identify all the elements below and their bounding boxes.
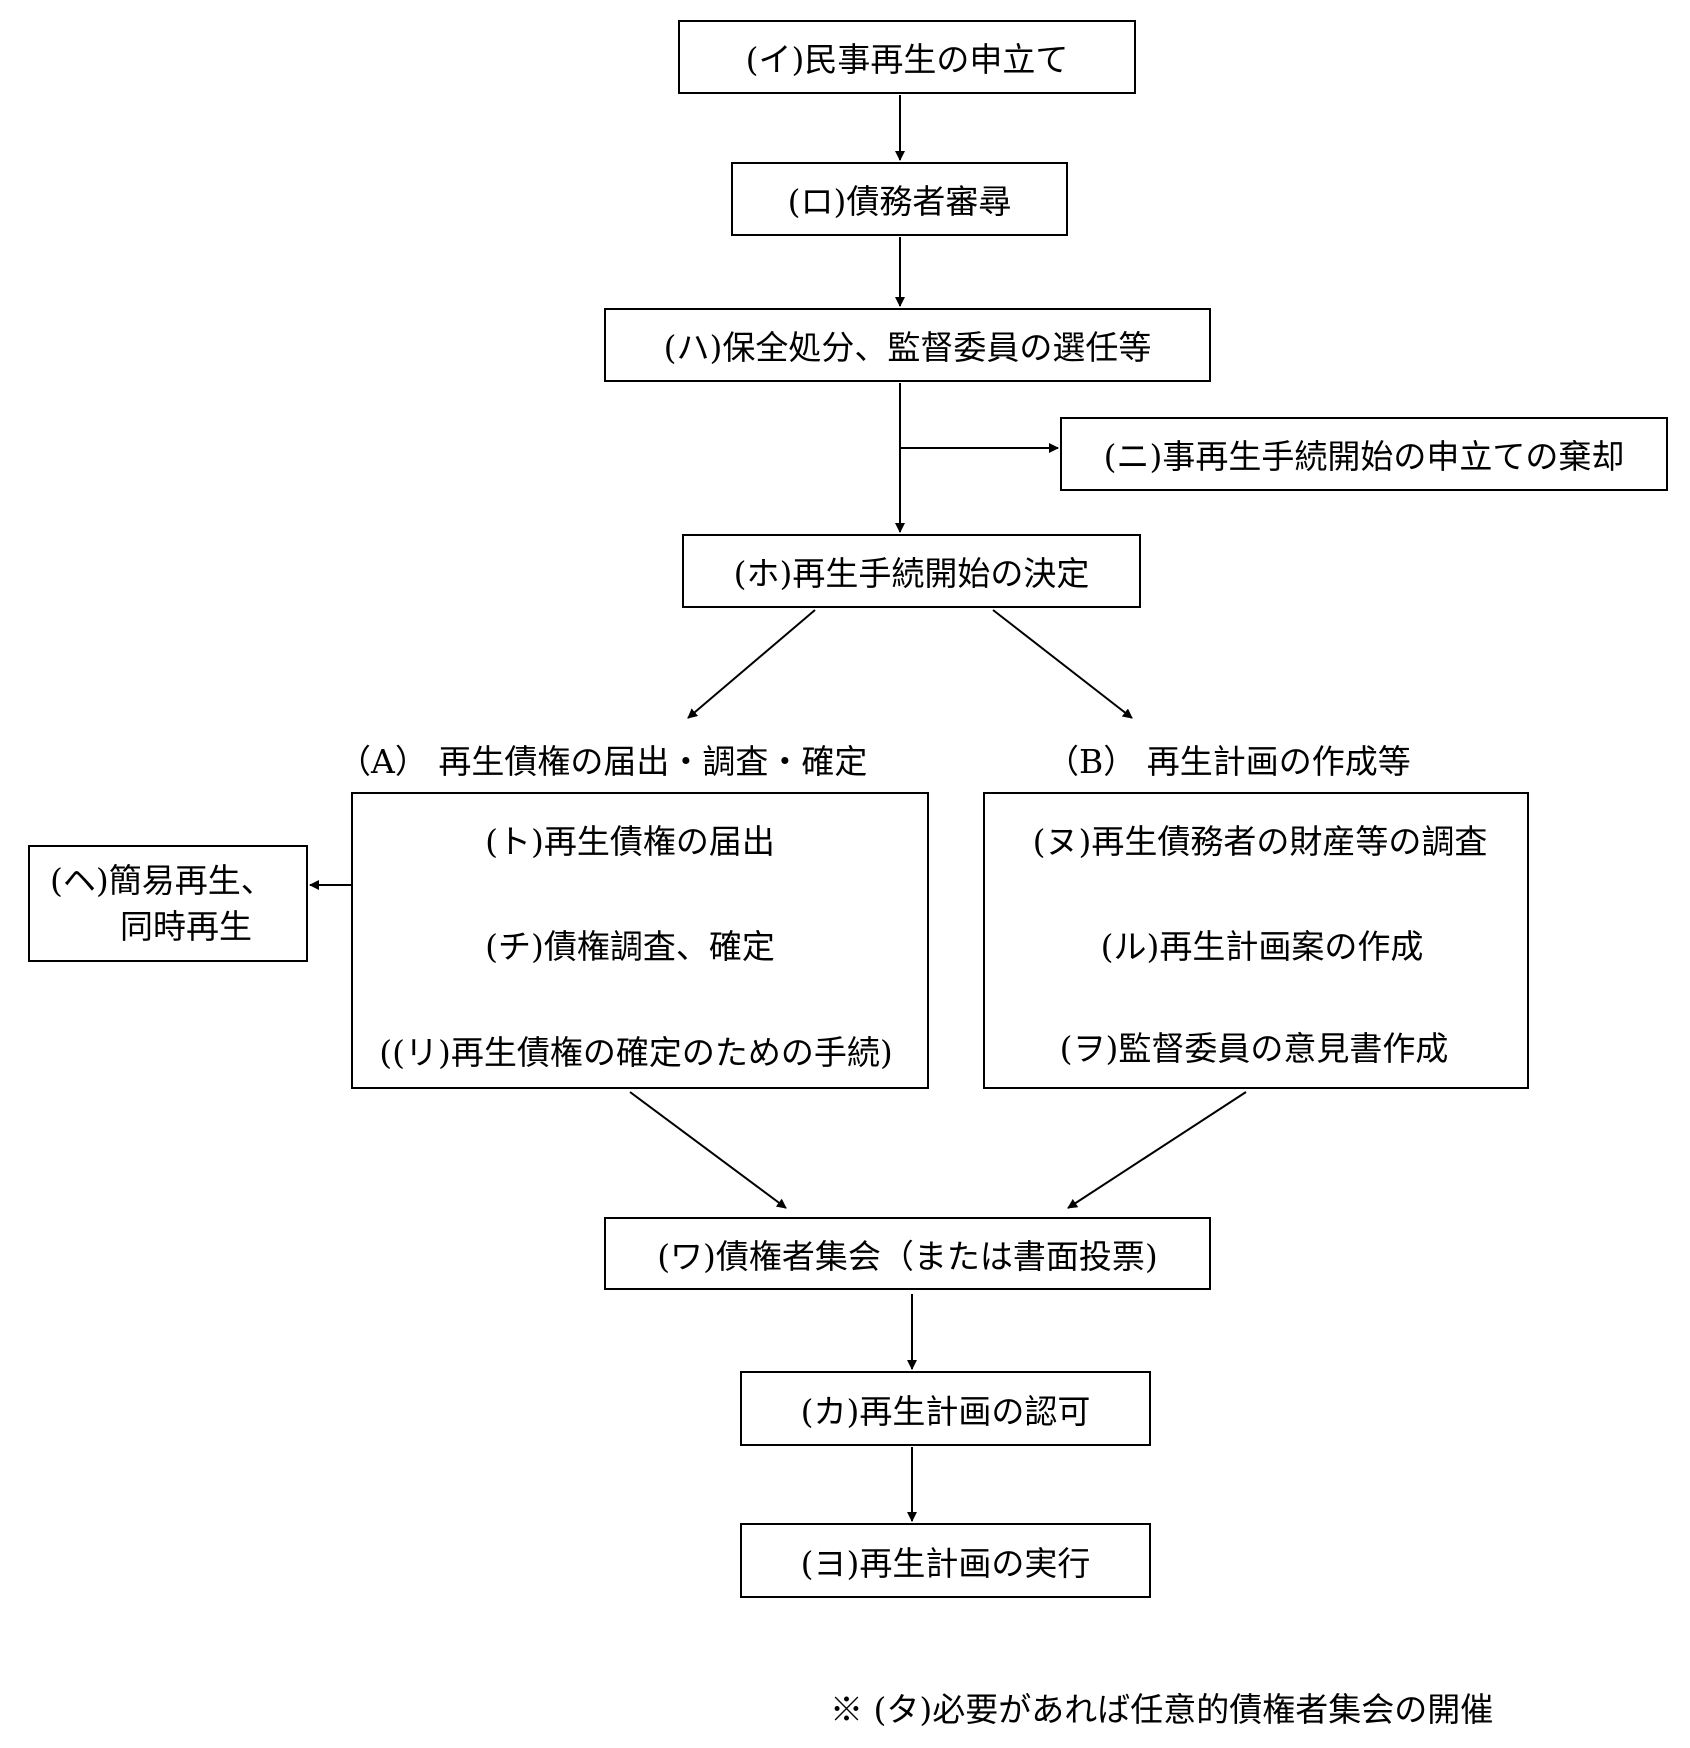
group-a-title: （A） 再生債権の届出・調査・確定	[338, 742, 868, 781]
node-ni-label: (ニ)事再生手続開始の申立ての棄却	[1103, 437, 1625, 476]
node-chi-claims-investigation: (チ)債権調査、確定	[485, 927, 775, 966]
group-b-box	[983, 792, 1529, 1089]
group-a-box	[351, 792, 929, 1089]
node-ro-label: (ロ)債務者審尋	[787, 182, 1012, 221]
node-ni-dismissal: (ニ)事再生手続開始の申立ての棄却	[1060, 417, 1668, 491]
node-to-claims-filing: (ト)再生債権の届出	[485, 822, 775, 861]
node-he-simplified: (ヘ)簡易再生、 同時再生	[28, 845, 308, 962]
node-nu-asset-investigation: (ヌ)再生債務者の財産等の調査	[1032, 822, 1488, 861]
node-i-filing: (イ)民事再生の申立て	[678, 20, 1136, 94]
node-yo-execution: (ヨ)再生計画の実行	[740, 1523, 1151, 1598]
node-ho-label: (ホ)再生手続開始の決定	[733, 554, 1090, 593]
arrow-b-wa	[1067, 1091, 1247, 1209]
node-wa-creditors-meeting: (ワ)債権者集会（または書面投票)	[604, 1217, 1211, 1290]
node-yo-label: (ヨ)再生計画の実行	[800, 1543, 1091, 1583]
group-b-title: （B） 再生計画の作成等	[1046, 742, 1411, 781]
node-i-label: (イ)民事再生の申立て	[745, 40, 1069, 79]
node-ro-debtor-hearing: (ロ)債務者審尋	[731, 162, 1068, 236]
node-ka-label: (カ)再生計画の認可	[800, 1391, 1091, 1431]
node-he-label-2: 同時再生	[120, 906, 252, 946]
arrow-ho-b	[992, 609, 1133, 719]
arrow-a-wa	[629, 1091, 787, 1209]
node-ka-approval: (カ)再生計画の認可	[740, 1371, 1151, 1446]
node-wa-label: (ワ)債権者集会（または書面投票)	[657, 1236, 1158, 1276]
footnote: ※ (タ)必要があれば任意的債権者集会の開催	[830, 1690, 1494, 1729]
node-ru-plan-draft: (ル)再生計画案の作成	[1100, 927, 1424, 966]
node-ha-label: (ハ)保全処分、監督委員の選任等	[663, 328, 1152, 367]
node-he-label-1: (ヘ)簡易再生、	[50, 860, 274, 900]
node-ho-commencement: (ホ)再生手続開始の決定	[682, 534, 1141, 608]
node-wo-supervisor-opinion: (ヲ)監督委員の意見書作成	[1059, 1029, 1449, 1068]
node-ri-claims-determination: ((リ)再生債権の確定のための手続)	[379, 1033, 893, 1072]
node-ha-preservation: (ハ)保全処分、監督委員の選任等	[604, 308, 1211, 382]
arrow-ho-a	[687, 609, 816, 719]
